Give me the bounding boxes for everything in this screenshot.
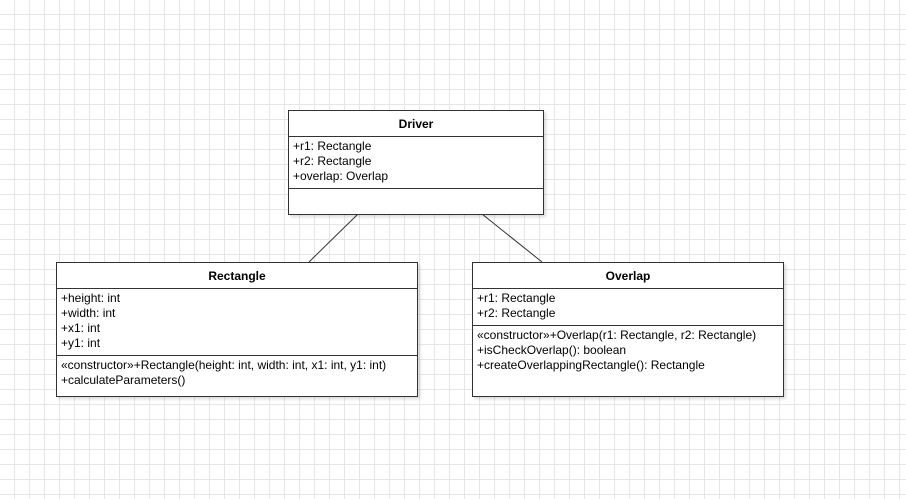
attribute: +width: int (61, 306, 116, 320)
attribute: +r1: Rectangle (293, 139, 372, 153)
attributes-section: +r1: Rectangle +r2: Rectangle +overlap: … (289, 137, 543, 189)
methods-section: «constructor»+Overlap(r1: Rectangle, r2:… (473, 326, 783, 375)
association-driver-overlap[interactable] (481, 213, 543, 263)
attributes-section: +height: int +width: int +x1: int +y1: i… (57, 289, 417, 356)
attribute: +x1: int (61, 321, 101, 335)
methods-section (289, 189, 543, 193)
association-driver-rectangle[interactable] (308, 213, 359, 263)
class-rectangle[interactable]: Rectangle +height: int +width: int +x1: … (56, 262, 418, 397)
attributes-section: +r1: Rectangle +r2: Rectangle (473, 289, 783, 326)
class-name: Rectangle (57, 263, 417, 289)
methods-section: «constructor»+Rectangle(height: int, wid… (57, 356, 417, 390)
method: «constructor»+Rectangle(height: int, wid… (61, 358, 387, 372)
method: +calculateParameters() (61, 373, 186, 387)
method: +createOverlappingRectangle(): Rectangle (477, 358, 705, 372)
attribute: +height: int (61, 291, 121, 305)
attribute: +r2: Rectangle (477, 306, 556, 320)
attribute: +y1: int (61, 336, 101, 350)
class-overlap[interactable]: Overlap +r1: Rectangle +r2: Rectangle «c… (472, 262, 784, 397)
method: «constructor»+Overlap(r1: Rectangle, r2:… (477, 328, 757, 342)
class-driver[interactable]: Driver +r1: Rectangle +r2: Rectangle +ov… (288, 110, 544, 215)
attribute: +r1: Rectangle (477, 291, 556, 305)
attribute: +overlap: Overlap (293, 169, 389, 183)
class-name: Overlap (473, 263, 783, 289)
attribute: +r2: Rectangle (293, 154, 372, 168)
class-name: Driver (289, 111, 543, 137)
method: +isCheckOverlap(): boolean (477, 343, 627, 357)
